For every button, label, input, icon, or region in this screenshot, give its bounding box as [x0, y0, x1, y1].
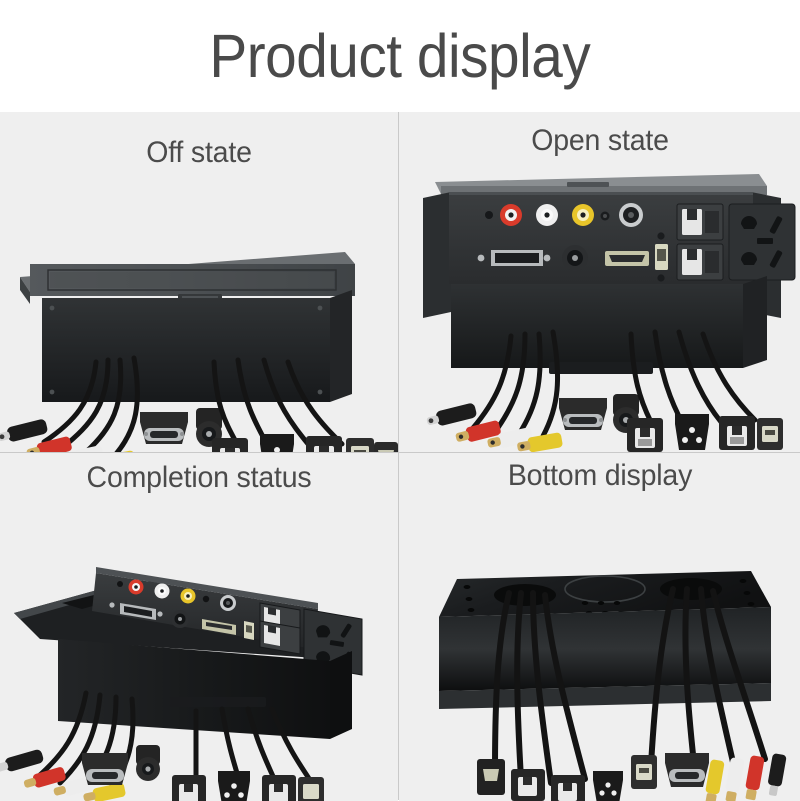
page-title: Product display [209, 21, 591, 90]
rca-jack-red [117, 579, 144, 595]
audio-plug-3.5mm [0, 749, 44, 772]
hdmi-connector [477, 759, 505, 795]
usb-connector [631, 755, 657, 789]
panel-off-state: Off state [0, 112, 398, 452]
connector-group-right [631, 753, 787, 801]
audio-jack-3.5mm-top [202, 595, 236, 611]
panel-label-bottom-display: Bottom display [507, 459, 693, 492]
audio-jack-3.5mm-bottom [562, 245, 588, 271]
rj45-connector-1 [172, 775, 206, 801]
cable-bundle-left [41, 355, 140, 452]
rca-plug-red [26, 436, 72, 452]
enclosure-body [58, 639, 352, 739]
rca-plug-white [725, 757, 745, 801]
cable-bundle-left [492, 590, 588, 786]
enclosure-body [451, 276, 767, 374]
rj45-connector-1 [511, 769, 545, 801]
rca-jack-white [154, 583, 170, 599]
rca-jack-yellow [572, 204, 594, 226]
audio-plug-3.5mm [426, 403, 477, 426]
title-band: Product display [0, 0, 800, 112]
rj45-port-lower [676, 243, 724, 281]
rca-jack-red [485, 204, 522, 226]
rj45-port-upper [676, 203, 724, 241]
product-image-grid: Off state [0, 112, 800, 801]
artwork-off-state [0, 112, 398, 452]
artwork-completion-status [0, 453, 398, 801]
audio-plug-3.5mm [0, 419, 48, 442]
usb-connector [346, 438, 374, 452]
rca-plug-red [455, 420, 501, 442]
lid-plate [20, 252, 355, 304]
panel-completion-status: Completion status [0, 453, 398, 801]
universal-power-socket [728, 203, 796, 281]
audio-plug-3.5mm [768, 753, 787, 796]
connector-group-right [172, 771, 324, 801]
rca-plug-white [68, 445, 104, 452]
audio-jack-3.5mm-bottom [171, 610, 189, 628]
vga-connector [559, 398, 607, 430]
rj45-connector-2 [262, 775, 296, 801]
artwork-bottom-display [399, 453, 800, 801]
rj45-connector-1 [627, 418, 663, 452]
rca-plug-red [23, 767, 66, 788]
center-knockout [564, 575, 646, 603]
rj45-port-lower [259, 620, 301, 655]
panel-label-completion-status: Completion status [86, 461, 312, 494]
panel-label-off-state: Off state [146, 136, 252, 169]
rj45-connector-2 [306, 436, 342, 452]
vga-connector [665, 753, 709, 787]
cable-bundle-right [628, 329, 758, 427]
connector-group-right [212, 434, 398, 452]
rca-jack-yellow [180, 588, 196, 604]
hdmi-connector [374, 442, 398, 452]
panel-label-open-state: Open state [531, 124, 669, 157]
enclosure-body [42, 290, 352, 402]
connector-group-left [426, 403, 563, 452]
connector-face [92, 567, 363, 676]
vga-connector [82, 753, 128, 785]
connector-group-right [627, 414, 783, 452]
panel-open-state: Open state [399, 112, 800, 452]
rj45-connector-2 [719, 416, 755, 450]
connector-group-left [477, 759, 623, 801]
iec-c14-power-connector [593, 771, 623, 801]
iec-c14-power-connector [260, 434, 294, 452]
connector-face [449, 192, 796, 284]
rca-jack-white [536, 204, 558, 226]
connector-group-left [0, 419, 136, 452]
rj45-connector-2 [551, 775, 585, 801]
iec-c14-power-connector [675, 414, 709, 450]
lid-wing-left [423, 192, 451, 318]
audio-connector-round [136, 745, 160, 781]
vga-port [477, 250, 551, 266]
audio-jack-3.5mm-top [600, 203, 643, 227]
rca-plug-yellow [517, 432, 563, 452]
vga-connector [140, 412, 188, 444]
cable-exit-hole-right [660, 578, 722, 600]
usb-port [655, 232, 668, 282]
cable-bundle-left [470, 329, 561, 439]
usb-connector [757, 418, 783, 450]
rj45-connector-1 [212, 438, 248, 452]
rca-plug-yellow [705, 759, 725, 801]
opened-lid [435, 174, 767, 195]
usb-port [244, 621, 254, 640]
vga-port [109, 602, 163, 620]
usb-connector [298, 777, 324, 801]
artwork-open-state [399, 112, 800, 452]
hdmi-port [605, 251, 649, 266]
hdmi-port [202, 619, 236, 635]
cable-bundle-right [648, 586, 768, 776]
rca-plug-red [745, 755, 765, 801]
panel-bottom-display: Bottom display [399, 453, 800, 801]
rca-plug-yellow [83, 783, 126, 801]
iec-c14-power-connector [218, 771, 250, 801]
